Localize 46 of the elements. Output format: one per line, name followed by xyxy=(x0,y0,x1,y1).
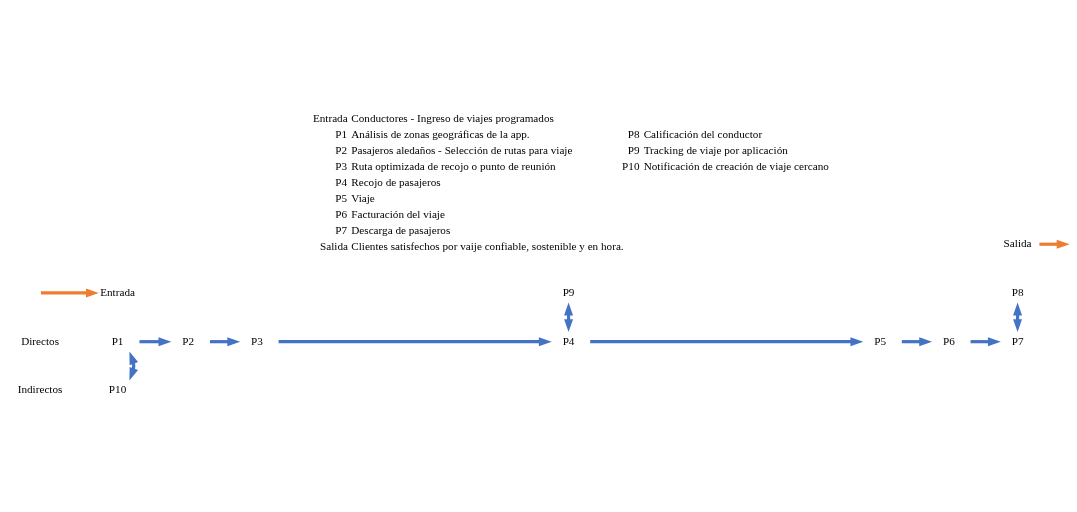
node-text: P9 xyxy=(562,285,575,298)
node-text: P3 xyxy=(251,334,263,347)
label: Indirectos xyxy=(17,383,63,396)
label: P6 xyxy=(335,208,348,221)
label: Análisis de zonas geográficas de la app. xyxy=(351,128,530,141)
label: P7 xyxy=(335,223,348,236)
arrow xyxy=(901,337,933,347)
label: Pasajeros aledaños - Selección de rutas para viaje xyxy=(351,144,573,157)
label: P2 xyxy=(335,144,348,157)
node-text: P8 xyxy=(1011,285,1024,298)
arrow xyxy=(970,337,1001,347)
label: P4 xyxy=(335,176,348,189)
arrow xyxy=(1039,239,1069,249)
label: Clientes satisfechos por vaije confiable, sostenible y en hora. xyxy=(351,239,624,252)
node-text: P2 xyxy=(182,334,195,347)
arrow xyxy=(40,288,99,298)
label: Notificación de creación de viaje cercano xyxy=(643,160,829,173)
node-text: P6 xyxy=(942,334,955,347)
label: Recojo de pasajeros xyxy=(351,176,441,189)
label: Conductores - Ingreso de viajes programados xyxy=(351,112,554,125)
arrow xyxy=(209,337,241,347)
label: P5 xyxy=(335,192,348,205)
label: Tracking de viaje por aplicación xyxy=(643,144,788,157)
arrow xyxy=(278,337,552,347)
label: P8 xyxy=(627,128,640,141)
node-text: P1 xyxy=(111,334,124,347)
label: Descarga de pasajeros xyxy=(351,223,451,236)
label: P3 xyxy=(335,160,348,173)
node-text: Salida xyxy=(1003,237,1032,250)
label: P10 xyxy=(622,160,640,173)
label: Salida xyxy=(320,239,349,252)
label: Entrada xyxy=(312,112,348,125)
label: Facturación del viaje xyxy=(351,208,445,221)
label: Directos xyxy=(21,334,59,347)
node-text: Entrada xyxy=(100,285,135,298)
label: Calificación del conductor xyxy=(643,128,763,141)
label: P9 xyxy=(627,144,640,157)
arrow xyxy=(139,337,172,347)
node-text: P4 xyxy=(562,334,575,347)
node-text: P10 xyxy=(108,383,127,396)
node-text: P5 xyxy=(874,334,887,347)
label: P1 xyxy=(335,128,348,141)
label: Viaje xyxy=(351,192,375,205)
arrow xyxy=(590,337,864,347)
node-text: P7 xyxy=(1011,334,1024,347)
label: Ruta optimizada de recojo o punto de reunión xyxy=(351,160,556,173)
